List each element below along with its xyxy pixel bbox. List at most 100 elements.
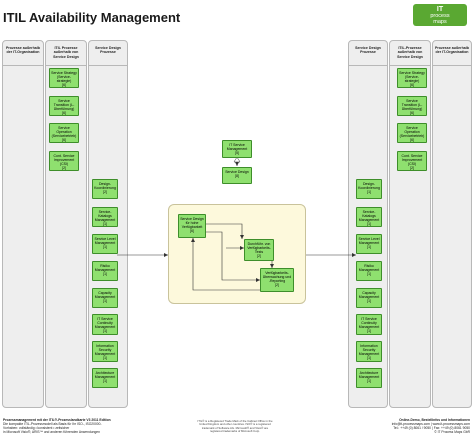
- lane-divider: [3, 65, 43, 66]
- lane-right-outer-title-2: der IT-Organisation: [435, 50, 469, 55]
- box-count: [1]: [103, 272, 107, 277]
- footer-right-line1[interactable]: info@it-processmaps.com | www.it-process…: [391, 422, 470, 426]
- left-information-security-box[interactable]: Information Security Management [1]: [92, 341, 118, 362]
- arrowhead: [240, 246, 244, 250]
- right-design-coordination-box[interactable]: Design-Koordinierung [1]: [356, 179, 382, 199]
- right-csi-box[interactable]: Cont. Service Improvement (CSI) [2]: [397, 151, 427, 171]
- box-label: Service Strategy (Service-strategie): [399, 71, 425, 84]
- box-count: [2]: [62, 166, 66, 171]
- right-information-security-box[interactable]: Information Security Management [1]: [356, 341, 382, 362]
- right-service-catalog-box[interactable]: Service-Katalogs Management [1]: [356, 207, 382, 227]
- box-label: Service Design für hohe Verfügbarkeit: [180, 217, 204, 230]
- it-service-management-box[interactable]: IT Service Management [5]: [222, 140, 252, 158]
- availability-tests-box[interactable]: Durchführ. von Verfügbarkeits-Tests [2]: [244, 239, 274, 261]
- page-title: ITIL Availability Management: [3, 10, 181, 25]
- left-service-operation-box[interactable]: Service Operation (Servicebetrieb) [6]: [49, 123, 79, 143]
- box-count: [6]: [410, 138, 414, 143]
- lane-divider: [433, 65, 471, 66]
- box-label: Verfügbarkeits-Überwachung und -Reportin…: [262, 271, 292, 284]
- box-label: Information Security Management: [358, 344, 380, 357]
- footer-mid-line2: United Kingdom and other countries. ISO®…: [199, 422, 271, 427]
- box-count: [1]: [103, 222, 107, 227]
- footer-left-line2: Vorhaben: vollständig • konsistent • zei…: [3, 426, 70, 430]
- arrowhead: [270, 264, 274, 268]
- left-service-strategy-box[interactable]: Service Strategy (Service-strategie) [6]: [49, 68, 79, 88]
- box-label: Service Level Management: [94, 237, 116, 246]
- left-service-transition-box[interactable]: Service Transition (L-Überführung) [6]: [49, 96, 79, 116]
- lane-left-itil-title-2: außerhalb von: [53, 50, 79, 55]
- lane-divider: [349, 65, 387, 66]
- box-label: IT Service Management: [226, 143, 248, 152]
- box-count: [6]: [62, 83, 66, 88]
- box-label: Durchführ. von Verfügbarkeits-Tests: [247, 242, 271, 255]
- box-label: Capacity Management: [358, 291, 380, 300]
- footer-right-line3: © IT Process Maps GbR: [434, 430, 470, 434]
- lane-right-outer-header: Prozesse außerhalb der IT-Organisation: [433, 41, 471, 65]
- box-count: [6]: [62, 138, 66, 143]
- lane-divider: [89, 65, 127, 66]
- arrowhead: [256, 278, 260, 282]
- lane-right-itil-title-1: ITIL-Prozesse: [398, 46, 422, 50]
- box-count: [8]: [235, 174, 239, 179]
- lane-divider: [390, 65, 430, 66]
- footer-left-heading: Prozessmanagement mit der ITIL®-Prozessl…: [3, 418, 111, 422]
- box-count: [6]: [410, 111, 414, 116]
- lane-divider: [46, 65, 86, 66]
- box-label: Information Security Management: [94, 344, 116, 357]
- it-process-maps-logo[interactable]: IT process maps: [413, 4, 467, 26]
- left-design-coordination-box[interactable]: Design-Koordinierung [2]: [92, 179, 118, 199]
- box-label: Service Strategy (Service-strategie): [51, 71, 77, 84]
- right-risk-management-box[interactable]: Risiko Management [1]: [356, 261, 382, 281]
- left-risk-management-box[interactable]: Risiko Management [1]: [92, 261, 118, 281]
- footer-right-line2: Tel.: ++49 (0) 8061 / 9050 | Fax: ++49 (…: [393, 426, 470, 430]
- box-label: Architecture Management: [94, 371, 116, 380]
- box-label: Service Transition (L-Überführung): [53, 99, 75, 112]
- left-service-catalog-box[interactable]: Service-Katalogs Management [1]: [92, 207, 118, 227]
- lane-left-sd-header: Service Design Prozesse: [89, 41, 127, 65]
- right-service-level-box[interactable]: Service Level Management [1]: [356, 234, 382, 254]
- box-count: [5]: [235, 151, 239, 156]
- footer-right: Online-Demo, Bestellinfos und Informatio…: [350, 418, 470, 434]
- right-it-service-continuity-box[interactable]: IT Service Continuity Management [1]: [356, 314, 382, 335]
- box-count: [6]: [190, 229, 194, 234]
- right-architecture-management-box[interactable]: Architecture Management [1]: [356, 368, 382, 388]
- box-label: Service Design: [225, 170, 249, 174]
- box-count: [1]: [367, 379, 371, 384]
- left-csi-box[interactable]: Cont. Service Improvement (CSI) [2]: [49, 151, 79, 171]
- left-capacity-management-box[interactable]: Capacity Management [1]: [92, 288, 118, 308]
- triangle-marker: [233, 156, 241, 163]
- footer-mid-line3: trademark of Software AG. Microsoft® and…: [201, 425, 269, 430]
- box-count: [1]: [103, 356, 107, 361]
- right-service-operation-box[interactable]: Service Operation (Servicebetrieb) [6]: [397, 123, 427, 143]
- lane-right-sd-title-1: Service Design: [355, 46, 381, 50]
- lane-left-outer-title-1: Prozesse außerhalb: [6, 46, 40, 50]
- footer-left-line1: Die kompakte ITIL-Prozessmodell als Basi…: [3, 422, 102, 426]
- lane-right-itil-header: ITIL-Prozesse außerhalb von Service Desi…: [390, 41, 430, 65]
- box-count: [1]: [367, 245, 371, 250]
- right-service-transition-box[interactable]: Service Transition (L-Überführung) [6]: [397, 96, 427, 116]
- left-it-service-continuity-box[interactable]: IT Service Continuity Management [1]: [92, 314, 118, 335]
- lane-right-itil-title-3: Service Design: [397, 54, 423, 59]
- right-service-strategy-box[interactable]: Service Strategy (Service-strategie) [6]: [397, 68, 427, 88]
- lane-right-outer-title-1: Prozesse außerhalb: [435, 46, 469, 50]
- connector-p1-p2: [206, 223, 243, 239]
- footer-right-heading[interactable]: Online-Demo, Bestellinfos und Informatio…: [399, 418, 470, 422]
- service-design-box[interactable]: Service Design [8]: [222, 167, 252, 184]
- box-count: [2]: [275, 283, 279, 288]
- box-label: Service Operation (Servicebetrieb): [51, 126, 77, 139]
- box-count: [1]: [367, 299, 371, 304]
- box-count: [2]: [103, 190, 107, 195]
- box-count: [1]: [367, 272, 371, 277]
- logo-line2: process: [430, 13, 450, 19]
- service-design-high-availability-box[interactable]: Service Design für hohe Verfügbarkeit [6…: [178, 214, 206, 238]
- box-label: Service Operation (Servicebetrieb): [399, 126, 425, 139]
- connector-p1-p3: [206, 231, 260, 281]
- footer-left: Prozessmanagement mit der ITIL®-Prozessl…: [3, 418, 143, 434]
- availability-monitoring-reporting-box[interactable]: Verfügbarkeits-Überwachung und -Reportin…: [260, 268, 294, 292]
- left-architecture-management-box[interactable]: Architecture Management [1]: [92, 368, 118, 388]
- left-service-level-box[interactable]: Service Level Management [1]: [92, 234, 118, 254]
- box-count: [1]: [367, 190, 371, 195]
- footer-mid-line4: registered trademarks of Microsoft Corp.: [209, 429, 261, 434]
- right-capacity-management-box[interactable]: Capacity Management [1]: [356, 288, 382, 308]
